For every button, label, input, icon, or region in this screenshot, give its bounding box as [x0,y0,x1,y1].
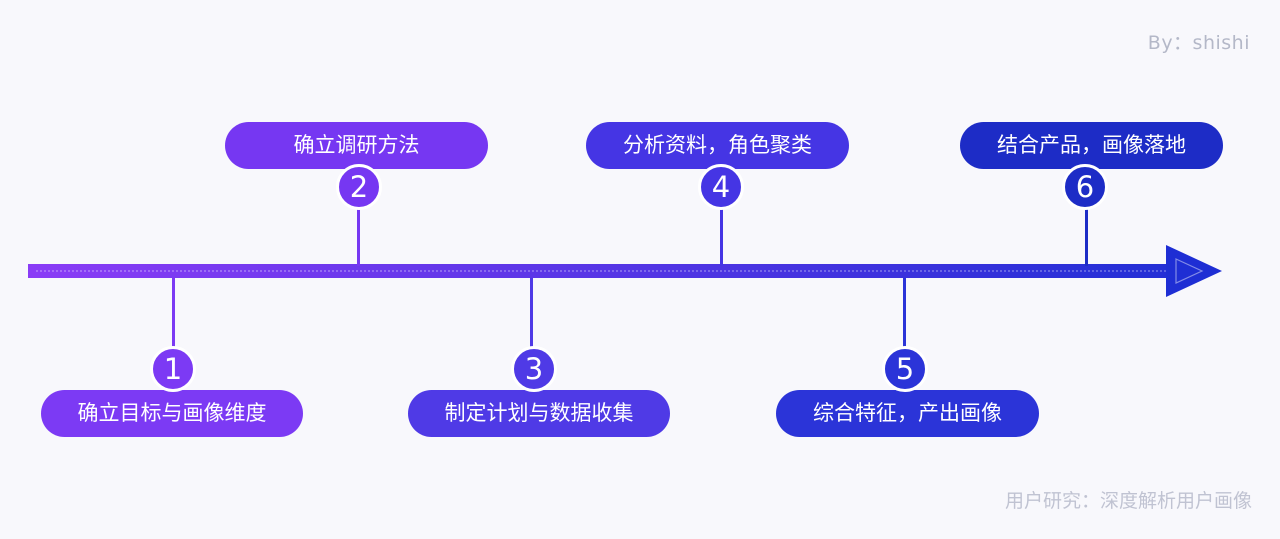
step-2-label: 确立调研方法 [225,122,488,169]
step-4-stem [720,208,723,266]
step-6-number-circle: 6 [1062,164,1108,210]
step-5-number-circle: 5 [882,346,928,392]
step-4-number-circle: 4 [698,164,744,210]
step-1-label: 确立目标与画像维度 [41,390,303,437]
step-3-stem [530,278,533,348]
timeline-arrowhead-inner [1175,258,1204,284]
timeline-arrowhead [1166,245,1222,297]
step-6-stem [1085,208,1088,266]
step-1-stem [172,278,175,348]
step-1-number-circle: 1 [150,346,196,392]
step-3-label: 制定计划与数据收集 [408,390,670,437]
step-2-stem [357,208,360,266]
step-5-label: 综合特征，产出画像 [776,390,1039,437]
footer-caption: 用户研究：深度解析用户画像 [1004,490,1252,512]
author-byline: By：shishi [1147,32,1250,54]
step-2-number-circle: 2 [336,164,382,210]
step-3-number-circle: 3 [511,346,557,392]
step-6-label: 结合产品，画像落地 [960,122,1223,169]
step-4-label: 分析资料，角色聚类 [586,122,849,169]
step-5-stem [903,278,906,348]
timeline-axis [28,264,1178,278]
